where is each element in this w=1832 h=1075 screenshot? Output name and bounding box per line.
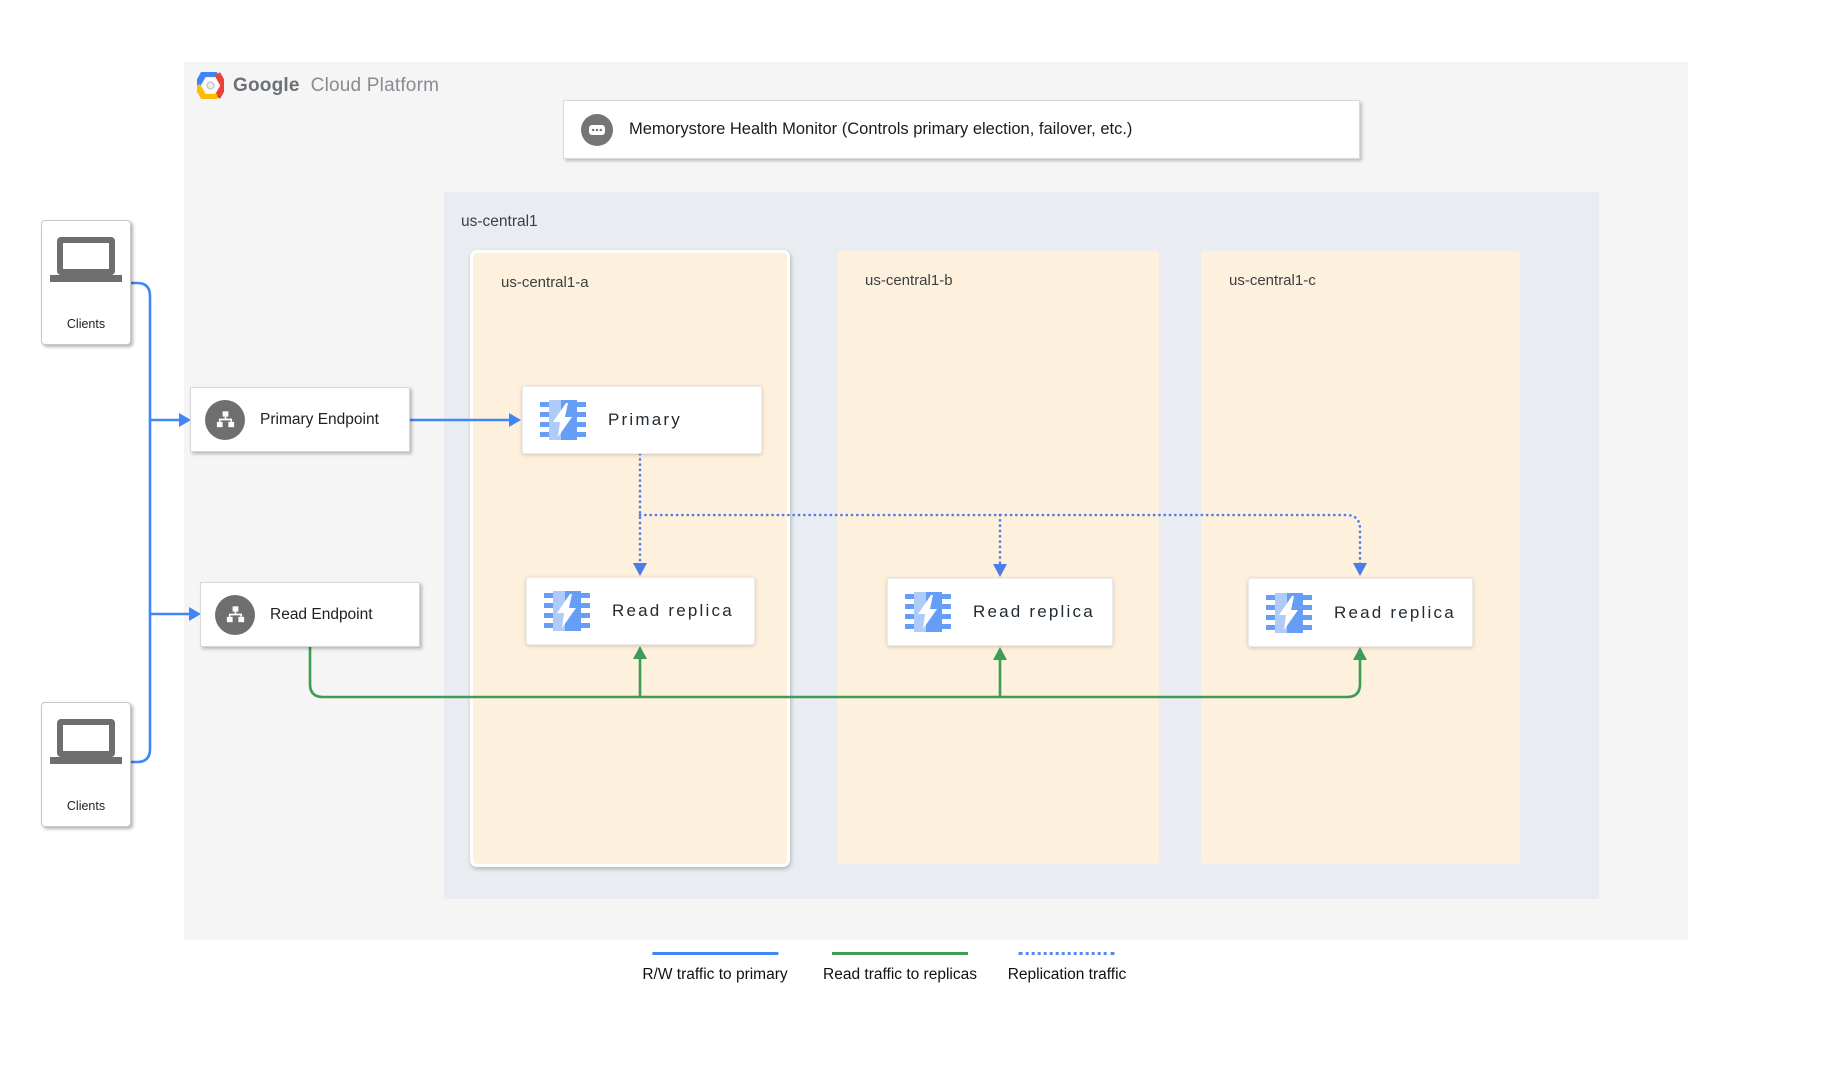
memorystore-chip-icon [1266, 592, 1312, 633]
health-monitor-box: Memorystore Health Monitor (Controls pri… [563, 100, 1360, 159]
laptop-icon [50, 719, 122, 767]
read-replica-a-box: Read replica [526, 577, 755, 645]
clients-box-top: Clients [41, 220, 131, 345]
legend-swatch-blue-solid [651, 952, 778, 955]
brand-cloud-platform: Cloud Platform [310, 74, 440, 96]
memorystore-chip-icon [544, 591, 590, 631]
clients-top-label: Clients [66, 317, 106, 331]
legend-item-rw-traffic: R/W traffic to primary [642, 952, 788, 984]
legend-label-replication: Replication traffic [1007, 966, 1127, 983]
legend-swatch-green-solid [832, 952, 968, 955]
read-replica-b-box: Read replica [887, 578, 1113, 646]
network-endpoint-icon [205, 399, 245, 440]
legend-item-read-traffic: Read traffic to replicas [823, 952, 977, 984]
primary-node-label: Primary [608, 410, 682, 429]
legend-item-replication-traffic: Replication traffic [1007, 952, 1127, 984]
legend-label-read: Read traffic to replicas [823, 966, 977, 983]
network-endpoint-icon [215, 594, 255, 635]
primary-endpoint-label: Primary Endpoint [260, 410, 379, 428]
gcp-hexagon-icon [197, 72, 224, 99]
clients-bottom-label: Clients [66, 799, 106, 813]
laptop-icon [50, 237, 122, 285]
zone-c-label: us-central1-c [1229, 272, 1316, 289]
read-replica-a-label: Read replica [612, 601, 734, 620]
legend-swatch-blue-dotted [1018, 952, 1115, 955]
legend-label-rw: R/W traffic to primary [642, 966, 788, 983]
primary-endpoint-box: Primary Endpoint [190, 387, 410, 452]
read-endpoint-box: Read Endpoint [200, 582, 420, 647]
zone-b-label: us-central1-b [865, 272, 953, 289]
gcp-logo: Google Cloud Platform [197, 72, 439, 99]
read-endpoint-label: Read Endpoint [270, 605, 373, 623]
read-replica-c-label: Read replica [1334, 602, 1456, 622]
clients-trunk-line [129, 281, 152, 764]
health-monitor-label: Memorystore Health Monitor (Controls pri… [629, 120, 1133, 138]
zone-us-central1-b: us-central1-b [837, 251, 1159, 864]
read-replica-c-box: Read replica [1248, 578, 1473, 647]
zone-us-central1-a: us-central1-a [470, 250, 790, 867]
memorystore-chip-icon [905, 592, 951, 632]
clients-box-bottom: Clients [41, 702, 131, 827]
read-replica-b-label: Read replica [973, 602, 1095, 621]
primary-node-box: Primary [522, 386, 762, 454]
region-label: us-central1 [461, 213, 538, 230]
zone-us-central1-c: us-central1-c [1201, 251, 1520, 864]
brand-google: Google [233, 74, 300, 96]
zone-a-label: us-central1-a [501, 274, 589, 291]
memorystore-chip-icon [540, 400, 586, 440]
console-ellipsis-icon [581, 113, 613, 146]
